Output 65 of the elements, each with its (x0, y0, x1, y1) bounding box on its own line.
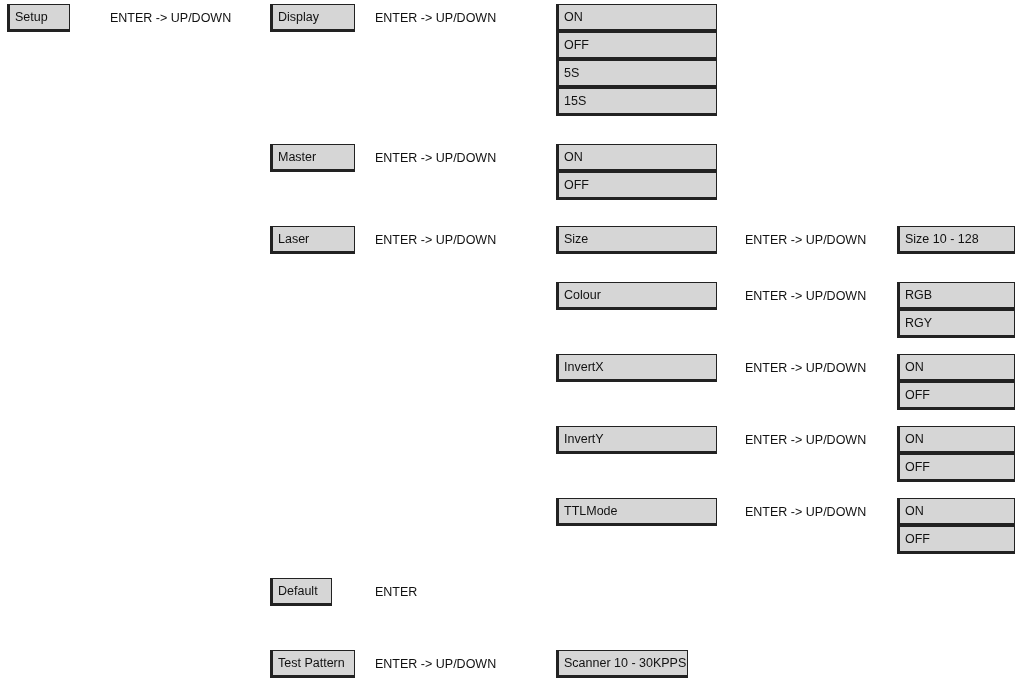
menu-item-box (897, 454, 1015, 482)
key-instruction: ENTER -> UP/DOWN (375, 150, 497, 167)
key-instruction: ENTER -> UP/DOWN (375, 10, 497, 27)
menu-item-box (270, 4, 355, 32)
menu-item-label: InvertY (564, 432, 604, 446)
menu-item-label: ON (564, 150, 583, 164)
menu-item-box (897, 226, 1015, 254)
menu-item-label: RGY (905, 316, 933, 330)
menu-item-label: Colour (564, 288, 601, 302)
menu-item-label: Scanner 10 - 30KPPS (564, 656, 687, 670)
menu-item-label: OFF (564, 178, 589, 192)
menu-item-label: InvertX (564, 360, 604, 374)
menu-item-label: OFF (905, 460, 930, 474)
menu-item-box (897, 526, 1015, 554)
key-instruction: ENTER -> UP/DOWN (745, 288, 867, 305)
menu-item-box (270, 650, 355, 678)
menu-item-box (270, 226, 355, 254)
menu-item-label: OFF (564, 38, 589, 52)
menu-item-box (270, 144, 355, 172)
menu-item-box (897, 282, 1015, 310)
menu-item-label: OFF (905, 532, 930, 546)
menu-item-label: ON (905, 432, 924, 446)
menu-item-box (556, 144, 717, 172)
menu-item-box (556, 354, 717, 382)
menu-item-box (897, 382, 1015, 410)
menu-item-label: Default (278, 584, 318, 598)
menu-item-label: Display (278, 10, 319, 24)
menu-item-label: RGB (905, 288, 933, 302)
menu-item-box (270, 578, 332, 606)
menu-item-box (556, 172, 717, 200)
menu-item-label: Size 10 - 128 (905, 232, 979, 246)
menu-item-label: Test Pattern (278, 656, 345, 670)
menu-item-box (556, 32, 717, 60)
key-instruction: ENTER -> UP/DOWN (110, 10, 232, 27)
menu-item-box (7, 4, 70, 32)
menu-item-label: TTLMode (564, 504, 618, 518)
menu-item-label: OFF (905, 388, 930, 402)
menu-item-box (556, 88, 717, 116)
menu-item-label: ON (564, 10, 583, 24)
menu-item-box (897, 354, 1015, 382)
menu-item-label: Laser (278, 232, 310, 246)
menu-item-label: ON (905, 504, 924, 518)
key-instruction: ENTER -> UP/DOWN (375, 232, 497, 249)
menu-item-box (556, 426, 717, 454)
menu-item-label: Setup (15, 10, 48, 24)
menu-item-label: ON (905, 360, 924, 374)
menu-item-box (897, 426, 1015, 454)
menu-item-box (556, 4, 717, 32)
key-instruction: ENTER (375, 584, 418, 601)
menu-item-box (897, 310, 1015, 338)
menu-item-box (556, 226, 717, 254)
key-instruction: ENTER -> UP/DOWN (745, 432, 867, 449)
menu-item-label: 5S (564, 66, 580, 80)
key-instruction: ENTER -> UP/DOWN (745, 504, 867, 521)
menu-item-label: 15S (564, 94, 587, 108)
menu-item-box (556, 282, 717, 310)
menu-item-label: Size (564, 232, 589, 246)
menu-item-box (556, 60, 717, 88)
key-instruction: ENTER -> UP/DOWN (375, 656, 497, 673)
menu-item-box (556, 498, 717, 526)
menu-item-box (897, 498, 1015, 526)
key-instruction: ENTER -> UP/DOWN (745, 232, 867, 249)
menu-item-box (556, 650, 688, 678)
key-instruction: ENTER -> UP/DOWN (745, 360, 867, 377)
menu-item-label: Master (278, 150, 317, 164)
